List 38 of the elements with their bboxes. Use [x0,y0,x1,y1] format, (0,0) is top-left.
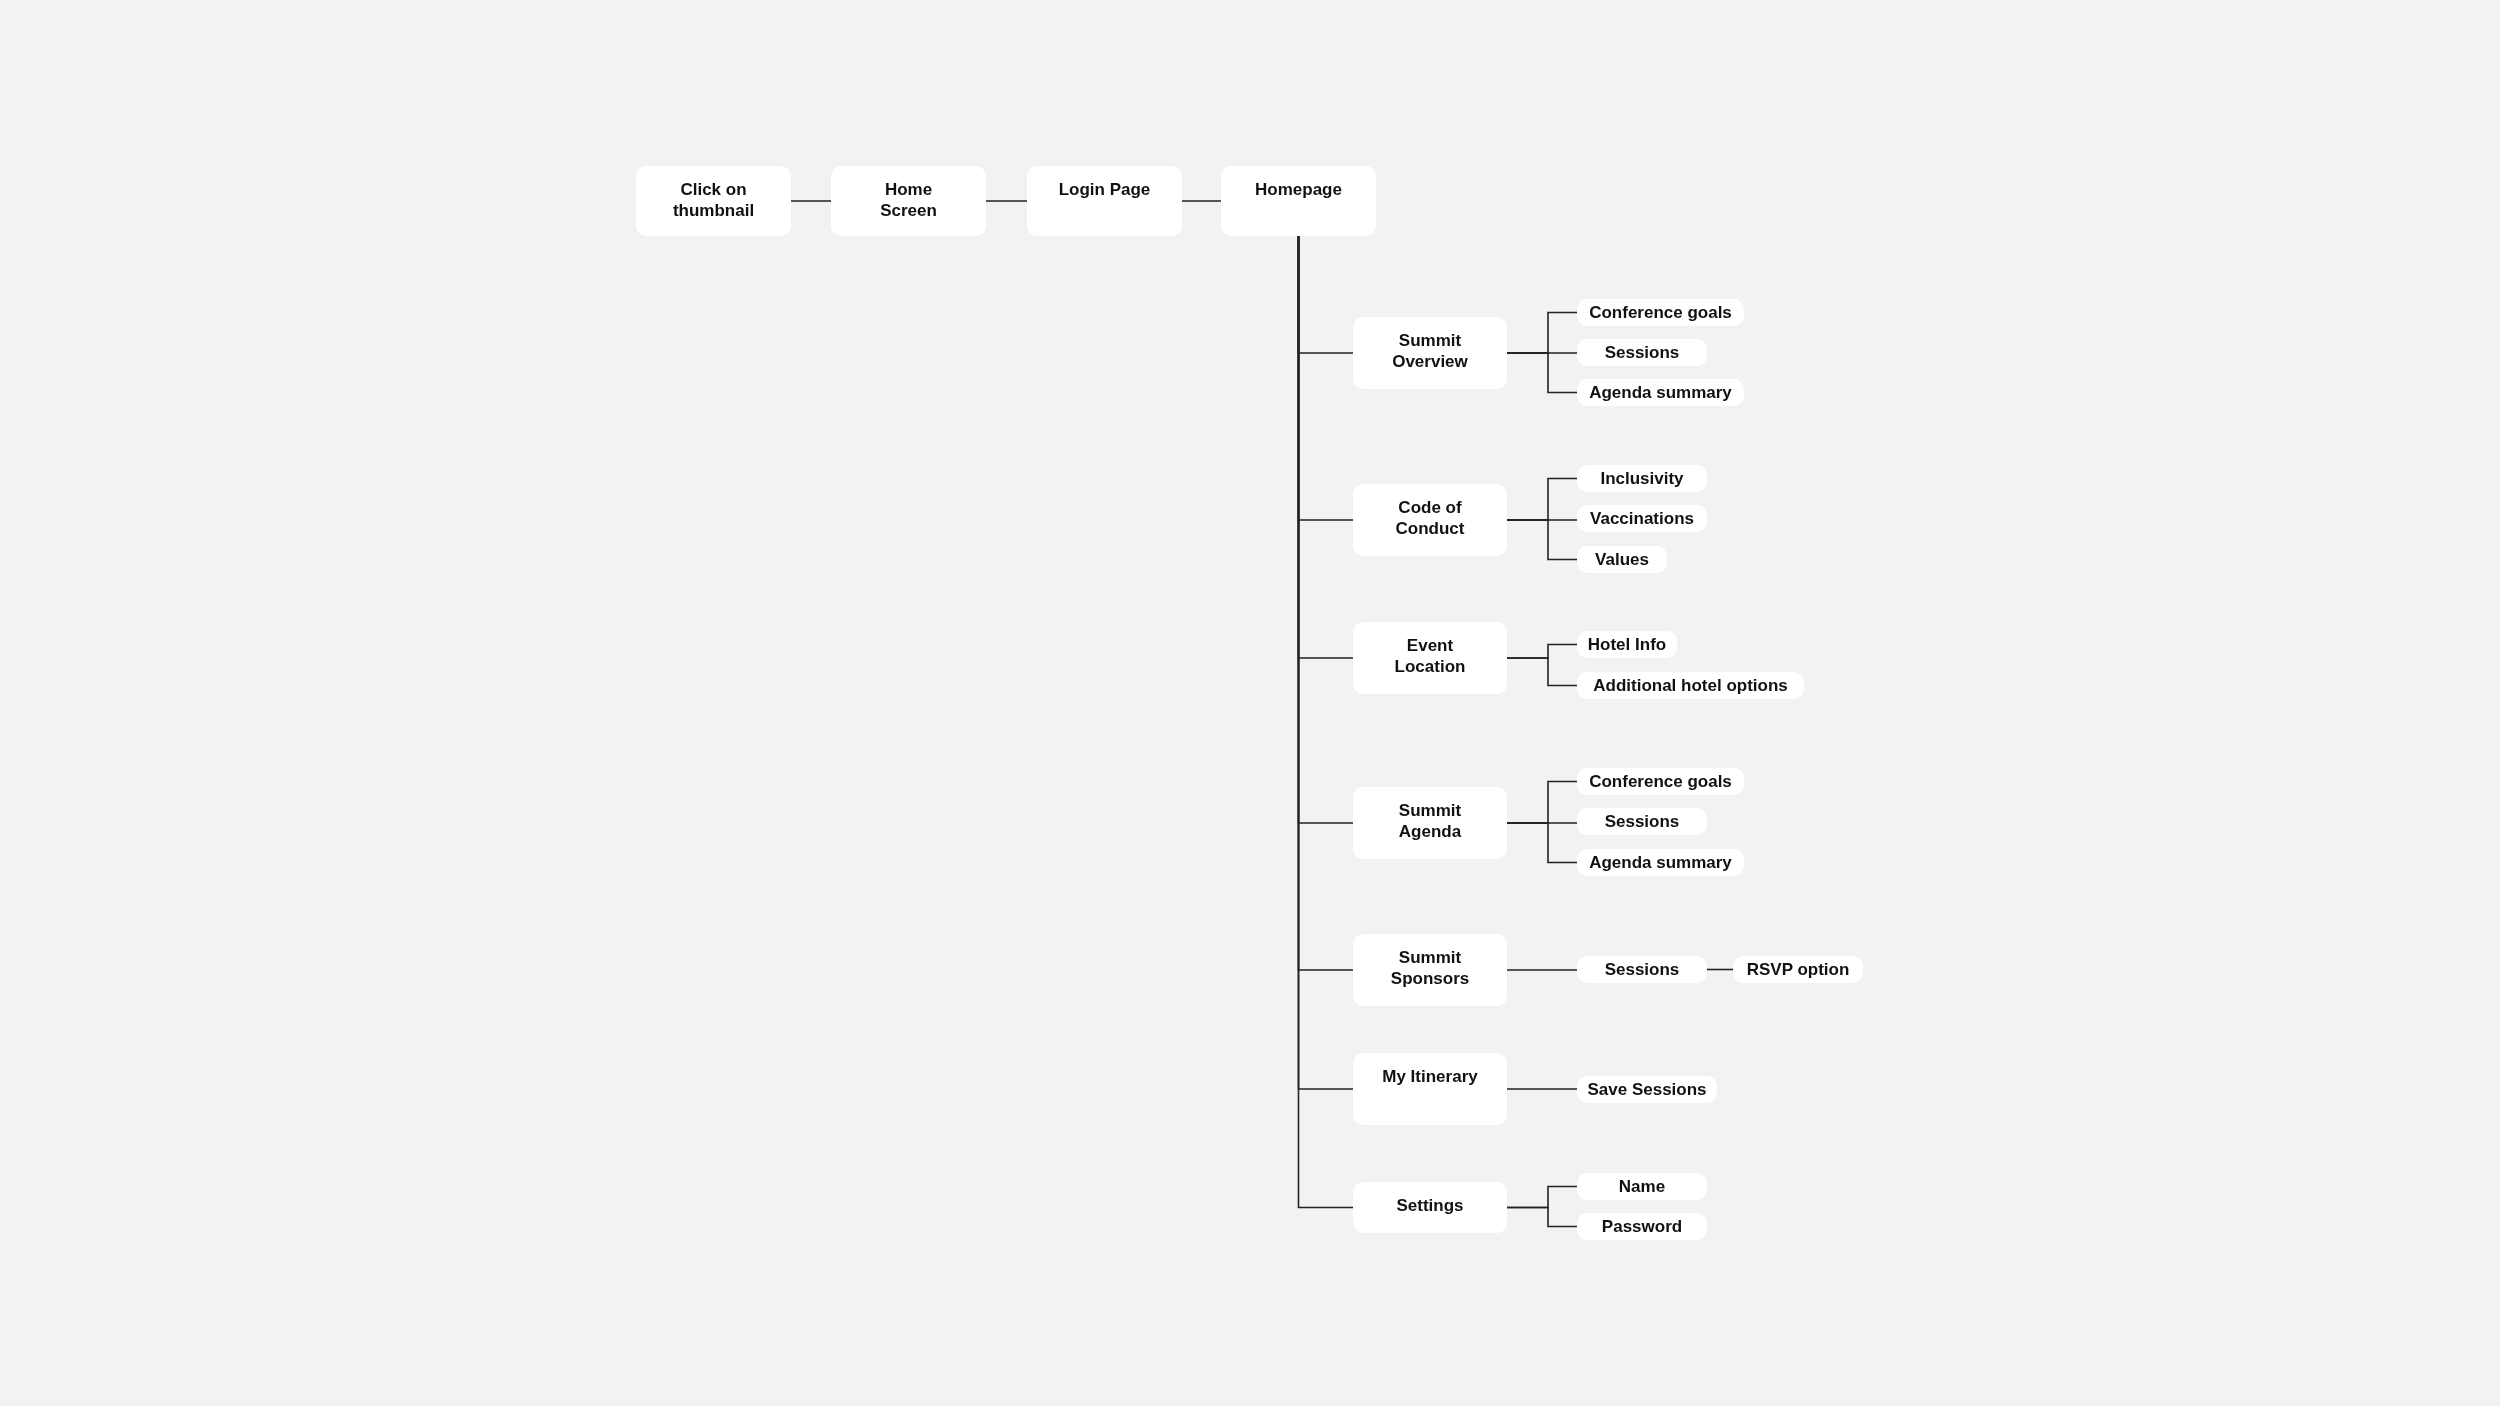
connector-line [1506,352,1578,394]
leaf-pill: Agenda summary [1577,849,1744,876]
connector-line [1506,1206,1578,1228]
page-box: Code of Conduct [1353,484,1507,556]
leaf-pill: Conference goals [1577,768,1744,795]
connector-line [985,200,1028,202]
page-box: Home Screen [831,166,986,236]
connector-line [1506,657,1578,687]
connector-line [1506,822,1578,864]
leaf-pill: Hotel Info [1577,631,1677,658]
leaf-pill: Agenda summary [1577,379,1744,406]
leaf-pill: RSVP option [1733,956,1863,983]
leaf-pill: Save Sessions [1577,1076,1717,1103]
leaf-pill: Sessions [1577,339,1707,366]
connector-line [1181,200,1222,202]
page-box: Event Location [1353,622,1507,694]
page-box: Summit Overview [1353,317,1507,389]
leaf-pill: Conference goals [1577,299,1744,326]
connector-line [1706,968,1734,971]
connector-line [790,200,832,202]
connector-line [1506,1088,1578,1090]
page-box: Summit Agenda [1353,787,1507,859]
leaf-pill: Sessions [1577,808,1707,835]
page-box: Click on thumbnail [636,166,791,236]
page-box: Summit Sponsors [1353,934,1507,1006]
page-box: Login Page [1027,166,1182,236]
leaf-pill: Vaccinations [1577,505,1707,532]
leaf-pill: Sessions [1577,956,1707,983]
page-box: Settings [1353,1182,1507,1233]
page-box: My Itinerary [1353,1053,1507,1125]
connector-line [1506,969,1578,971]
leaf-pill: Inclusivity [1577,465,1707,492]
page-box: Homepage [1221,166,1376,236]
leaf-pill: Values [1577,546,1667,573]
leaf-pill: Name [1577,1173,1707,1200]
leaf-pill: Additional hotel options [1577,672,1804,699]
connector-line [1506,519,1578,561]
leaf-pill: Password [1577,1213,1707,1240]
